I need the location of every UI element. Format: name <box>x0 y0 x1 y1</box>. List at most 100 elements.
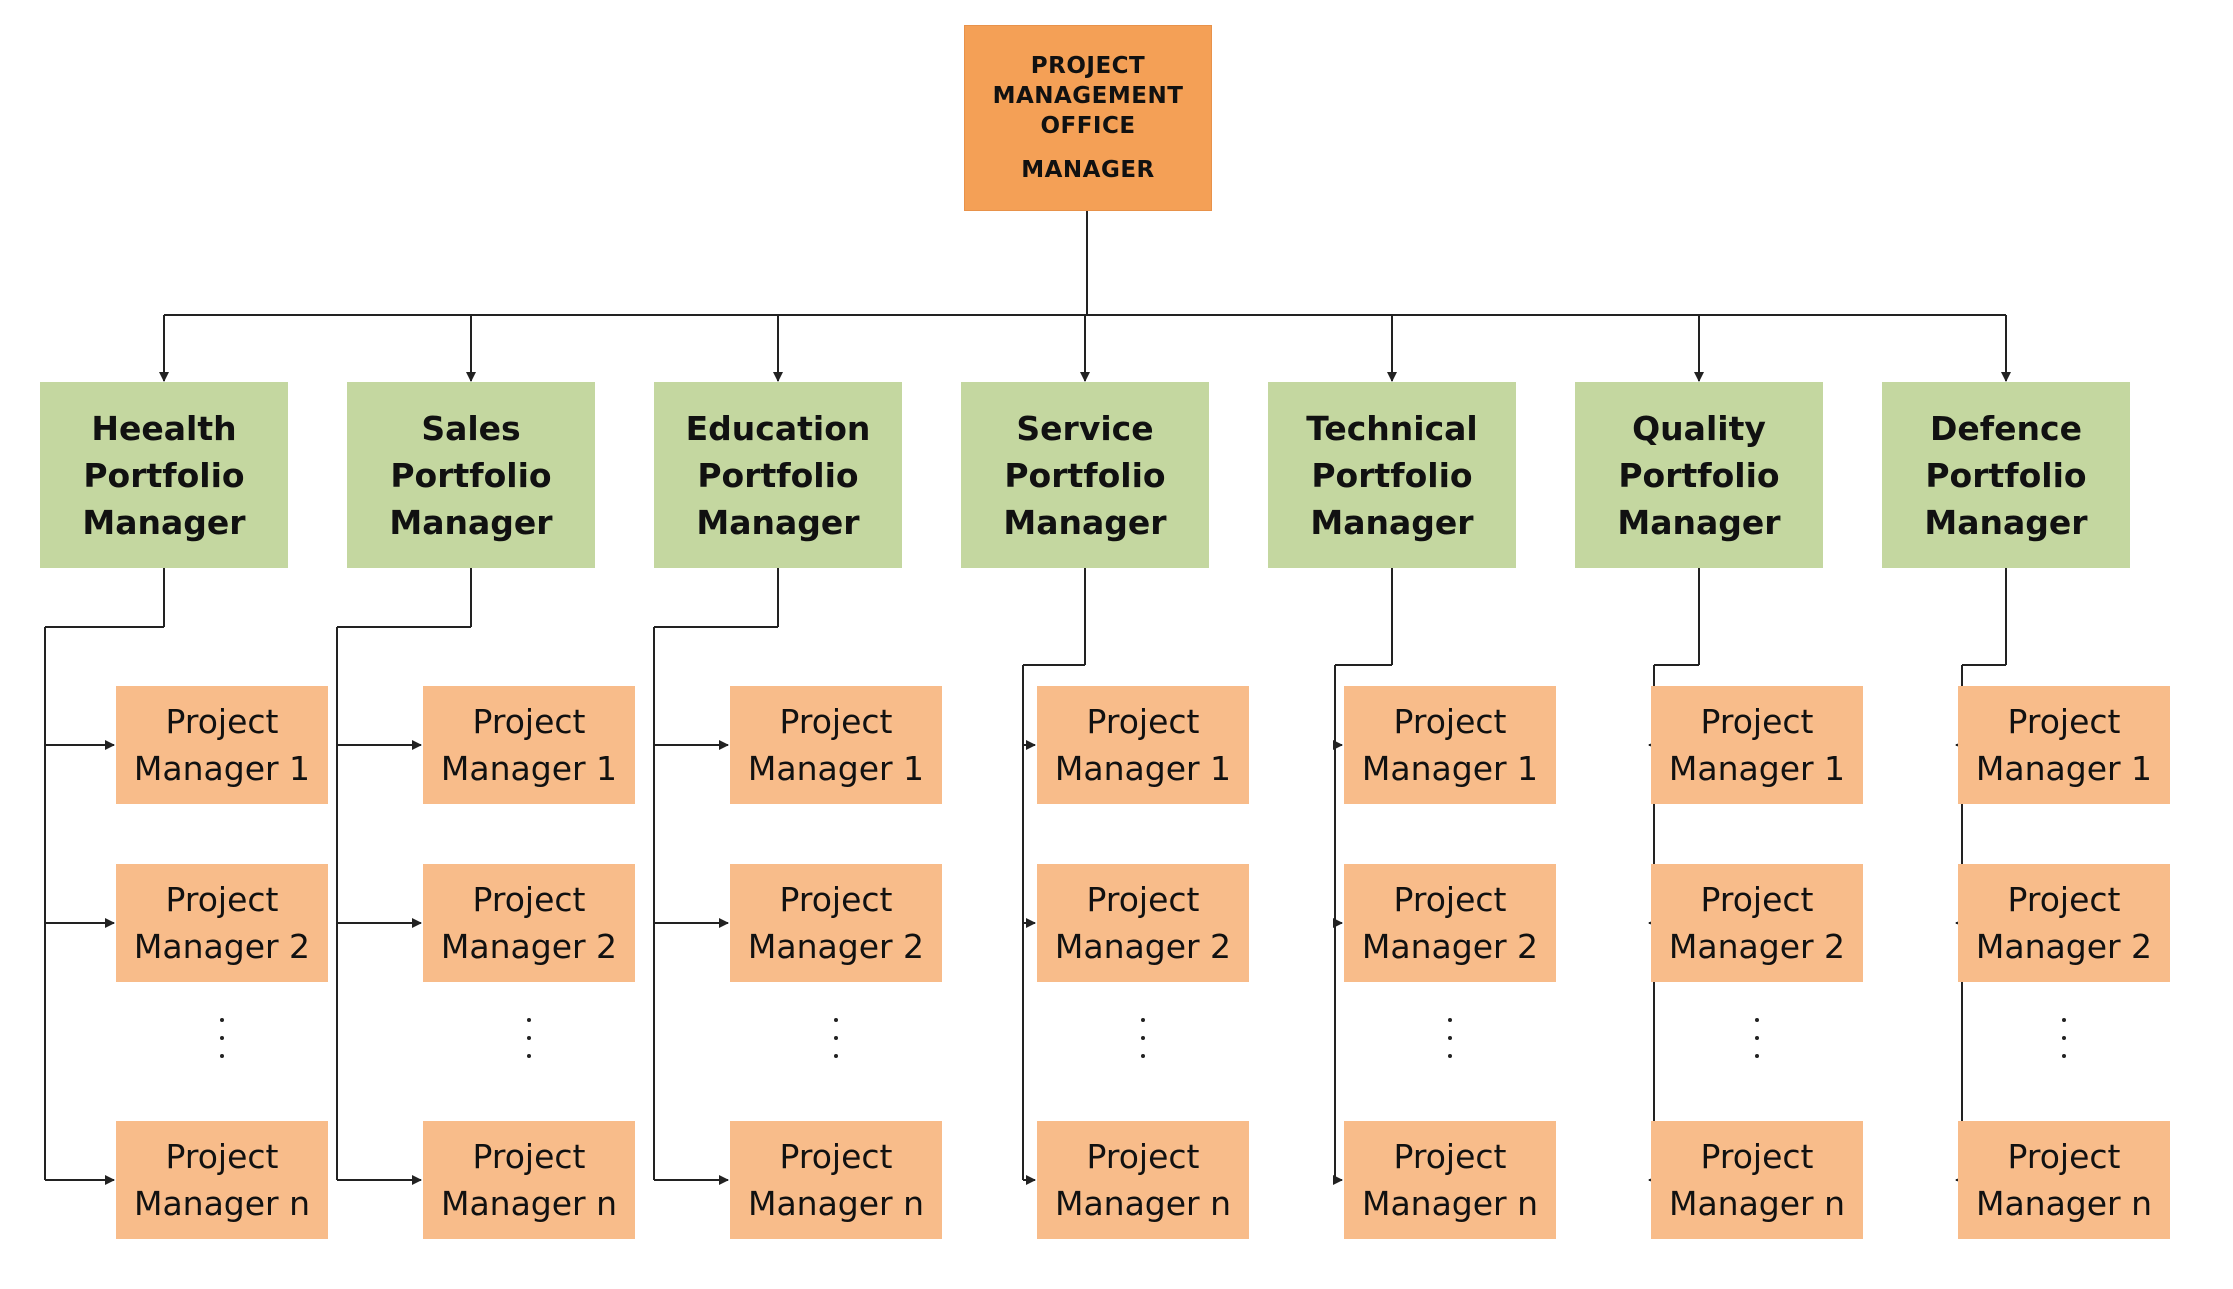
project-manager-label-line: Project <box>472 880 586 919</box>
ellipsis-dot <box>2062 1054 2066 1058</box>
project-manager-label-line: Manager 2 <box>1668 927 1846 966</box>
portfolio-label-line: Portfolio <box>697 455 859 495</box>
project-manager-label-line: Project <box>472 702 586 741</box>
portfolio-label-line: Service <box>1016 408 1154 448</box>
portfolio-label-line: Portfolio <box>1311 455 1473 495</box>
project-manager-label-line: Manager 2 <box>747 927 925 966</box>
project-manager-label-line: Project <box>779 1137 893 1176</box>
ellipsis-dot <box>1448 1036 1452 1040</box>
project-manager-label-line: Manager n <box>747 1184 925 1223</box>
portfolio-label-line: Portfolio <box>390 455 552 495</box>
project-manager-label-line: Project <box>779 702 893 741</box>
portfolio-label-line: Manager <box>389 502 553 542</box>
portfolio-label-line: Heealth <box>91 408 237 448</box>
project-manager-label-line: Project <box>2007 880 2121 919</box>
ellipsis-dot <box>220 1036 224 1040</box>
project-manager-label-line: Manager n <box>1361 1184 1539 1223</box>
ellipsis-dot <box>527 1018 531 1022</box>
ellipsis-dot <box>1755 1036 1759 1040</box>
project-manager-label-line: Manager 2 <box>1975 927 2153 966</box>
project-manager-label-line: Manager 1 <box>1054 749 1232 788</box>
portfolio-label-line: Portfolio <box>1618 455 1780 495</box>
ellipsis-dot <box>2062 1036 2066 1040</box>
portfolio-label-line: Manager <box>1617 502 1781 542</box>
project-manager-label-line: Project <box>1393 880 1507 919</box>
portfolio-label-line: Manager <box>696 502 860 542</box>
project-manager-label-line: Project <box>472 1137 586 1176</box>
ellipsis-dot <box>834 1054 838 1058</box>
project-manager-label-line: Manager n <box>440 1184 618 1223</box>
project-manager-label-line: Project <box>779 880 893 919</box>
project-manager-label-line: Manager 1 <box>1668 749 1846 788</box>
project-manager-label-line: Project <box>1700 880 1814 919</box>
portfolio-label-line: Sales <box>421 408 521 448</box>
project-manager-label-line: Project <box>165 880 279 919</box>
project-manager-label-line: Manager n <box>133 1184 311 1223</box>
portfolio-label-line: Manager <box>1310 502 1474 542</box>
project-manager-label-line: Project <box>2007 702 2121 741</box>
project-manager-label-line: Manager 2 <box>440 927 618 966</box>
project-manager-label-line: Project <box>2007 1137 2121 1176</box>
portfolio-label-line: Manager <box>1003 502 1167 542</box>
ellipsis-dot <box>1141 1054 1145 1058</box>
project-manager-label-line: Project <box>1393 1137 1507 1176</box>
ellipsis-dot <box>220 1054 224 1058</box>
project-manager-label-line: Project <box>165 702 279 741</box>
ellipsis-dot <box>834 1018 838 1022</box>
ellipsis-dots <box>1440 1018 1460 1072</box>
project-manager-label-line: Manager n <box>1668 1184 1846 1223</box>
project-manager-label-line: Manager 1 <box>440 749 618 788</box>
project-manager-label-line: Project <box>1700 1137 1814 1176</box>
project-manager-label-line: Manager 1 <box>133 749 311 788</box>
ellipsis-dot <box>2062 1018 2066 1022</box>
project-manager-label-line: Manager 1 <box>1361 749 1539 788</box>
portfolio-label-line: Defence <box>1930 408 2082 448</box>
project-manager-label-line: Manager 2 <box>133 927 311 966</box>
project-manager-label-line: Project <box>1393 702 1507 741</box>
ellipsis-dot <box>1141 1018 1145 1022</box>
root-title-line-2: MANAGEMENT <box>992 83 1184 109</box>
project-manager-label-line: Project <box>1086 1137 1200 1176</box>
root-title-line-1: PROJECT <box>1030 53 1146 79</box>
pmo-manager-box: PROJECT MANAGEMENT OFFICE MANAGER <box>964 25 1212 211</box>
ellipsis-dot <box>527 1036 531 1040</box>
ellipsis-dots <box>519 1018 539 1072</box>
portfolio-label-line: Quality <box>1632 408 1766 448</box>
portfolio-label-line: Manager <box>82 502 246 542</box>
ellipsis-dots <box>1133 1018 1153 1072</box>
ellipsis-dot <box>220 1018 224 1022</box>
portfolio-label-line: Technical <box>1306 408 1478 448</box>
project-manager-label-line: Project <box>165 1137 279 1176</box>
ellipsis-dots <box>212 1018 232 1072</box>
portfolio-label-line: Portfolio <box>1925 455 2087 495</box>
project-manager-label-line: Manager 2 <box>1054 927 1232 966</box>
ellipsis-dot <box>527 1054 531 1058</box>
ellipsis-dots <box>1747 1018 1767 1072</box>
project-manager-label-line: Manager 1 <box>747 749 925 788</box>
portfolio-label-line: Education <box>685 408 871 448</box>
